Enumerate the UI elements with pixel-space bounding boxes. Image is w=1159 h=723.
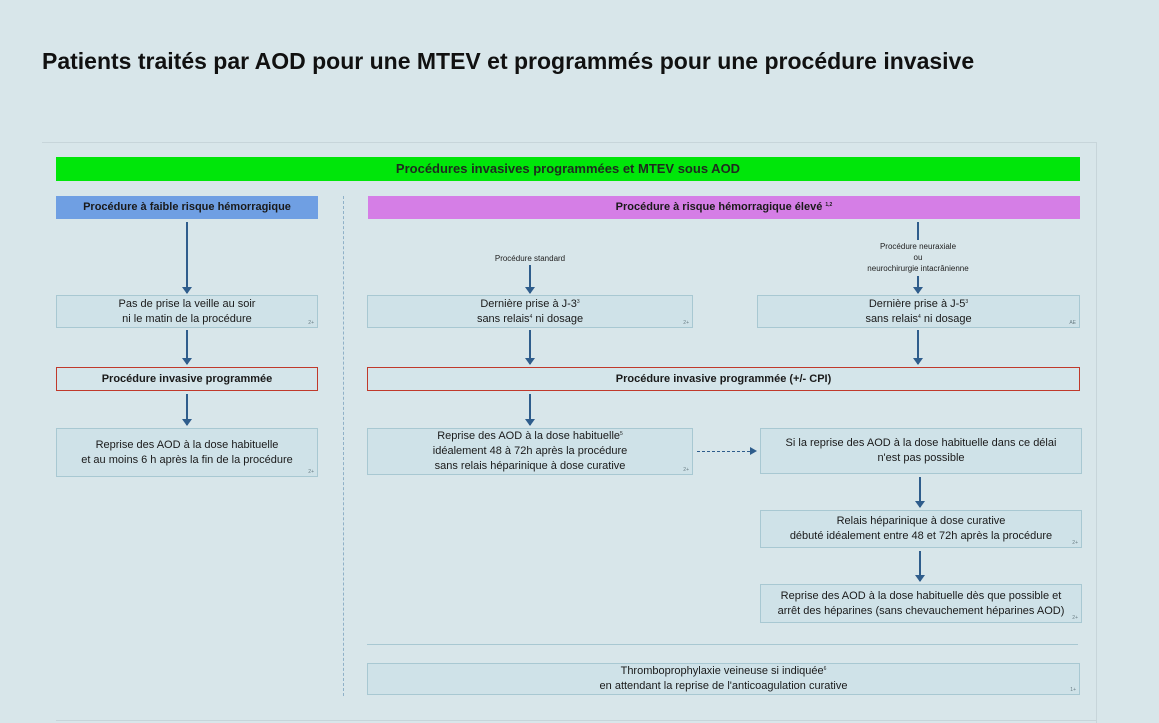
text-line: Relais héparinique à dose curative	[836, 515, 1006, 527]
text: Reprise des AOD à la dose habituelle	[437, 430, 621, 442]
text-line: Pas de prise la veille au soir	[118, 297, 256, 310]
diagram-header: Procédures invasives programmées et MTEV…	[56, 157, 1080, 181]
low-risk-resume-box: Reprise des AOD à la dose habituelle et …	[56, 428, 318, 477]
text-line: ou	[913, 253, 923, 262]
page-title: Patients traités par AOD pour une MTEV e…	[42, 48, 975, 74]
text-line: et au moins 6 h après la fin de la procé…	[81, 453, 293, 466]
column-divider	[343, 196, 344, 696]
text-line: idéalement 48 à 72h après la procédure	[432, 445, 628, 457]
evidence-level: 2+	[308, 320, 314, 326]
arrow-down	[182, 330, 192, 365]
evidence-level: 2+	[683, 467, 689, 473]
text-line: sans relais4 ni dosage	[758, 312, 1079, 327]
text: Dernière prise à J-5	[868, 297, 966, 310]
evidence-level: AE	[1069, 320, 1076, 326]
arrow-down	[915, 551, 925, 582]
frame-right-line	[1096, 142, 1097, 723]
text: ni dosage	[920, 312, 972, 325]
reference-superscript: 1,2	[825, 202, 833, 208]
resume-asap-box: Reprise des AOD à la dose habituelle dès…	[760, 584, 1082, 623]
heparin-relay-box: Relais héparinique à dose curative début…	[760, 510, 1082, 548]
arrow-down	[915, 477, 925, 508]
text: ni dosage	[532, 312, 584, 325]
text-line: Reprise des AOD à la dose habituelle dès…	[780, 589, 1062, 602]
text-line: ni le matin de la procédure	[122, 312, 252, 325]
reference-superscript: 3	[965, 298, 969, 305]
low-risk-step-box: Pas de prise la veille au soir ni le mat…	[56, 295, 318, 328]
neuro-step-box: Dernière prise à J-53 sans relais4 ni do…	[757, 295, 1080, 328]
reference-superscript: 6	[823, 666, 827, 672]
text-line: Reprise des AOD à la dose habituelle	[95, 438, 279, 451]
text-line: en attendant la reprise de l'anticoagula…	[599, 680, 848, 692]
arrow-down	[913, 276, 923, 294]
text-line: Thromboprophylaxie veineuse si indiquée6	[368, 664, 1079, 679]
frame-bottom-line	[56, 720, 1096, 721]
arrow-down	[182, 222, 192, 294]
arrow-down	[182, 394, 192, 426]
if-not-possible-box: Si la reprise des AOD à la dose habituel…	[760, 428, 1082, 474]
evidence-level: 2+	[683, 320, 689, 326]
arrow-down	[525, 394, 535, 426]
text-line: neurochirurgie intacrânienne	[867, 264, 969, 273]
text: Thromboprophylaxie veineuse si indiquée	[620, 665, 824, 677]
high-risk-procedure-box: Procédure invasive programmée (+/- CPI)	[367, 367, 1080, 391]
standard-procedure-label: Procédure standard	[494, 254, 566, 263]
text-line: débuté idéalement entre 48 et 72h après …	[789, 530, 1053, 542]
high-risk-resume-box: Reprise des AOD à la dose habituelle5 id…	[367, 428, 693, 475]
text-line: sans relais4 ni dosage	[368, 312, 692, 327]
reference-superscript: 3	[576, 298, 580, 305]
text-line: n'est pas possible	[877, 452, 965, 464]
text: sans relais	[865, 312, 919, 325]
text-line: Dernière prise à J-33	[368, 297, 692, 312]
connector-line	[917, 222, 919, 240]
text: Dernière prise à J-3	[480, 297, 577, 310]
evidence-level: 2+	[1072, 615, 1078, 621]
text-line: Procédure neuraxiale	[879, 242, 957, 251]
arrow-down	[525, 265, 535, 294]
arrow-down	[525, 330, 535, 365]
neuro-procedure-label: Procédure neuraxiale ou neurochirurgie i…	[820, 241, 1016, 274]
text-line: sans relais héparinique à dose curative	[434, 460, 626, 472]
text-line: arrêt des héparines (sans chevauchement …	[777, 604, 1065, 617]
text-line: Reprise des AOD à la dose habituelle5	[368, 429, 692, 444]
text: sans relais	[476, 312, 530, 325]
evidence-level: 2+	[308, 469, 314, 475]
reference-superscript: 4	[529, 313, 533, 320]
reference-superscript: 5	[620, 431, 623, 437]
thromboprophylaxis-box: Thromboprophylaxie veineuse si indiquée6…	[367, 663, 1080, 695]
evidence-level: 1+	[1070, 687, 1076, 693]
section-divider	[367, 644, 1078, 645]
text-line: Si la reprise des AOD à la dose habituel…	[785, 437, 1057, 449]
reference-superscript: 4	[918, 313, 921, 320]
standard-step-box: Dernière prise à J-33 sans relais4 ni do…	[367, 295, 693, 328]
dashed-arrow-right	[697, 447, 757, 455]
evidence-level: 2+	[1072, 540, 1078, 546]
low-risk-header: Procédure à faible risque hémorragique	[56, 196, 318, 219]
low-risk-procedure-box: Procédure invasive programmée	[56, 367, 318, 391]
header-text: Procédure à risque hémorragique élevé	[615, 201, 823, 213]
text-line: Dernière prise à J-53	[758, 297, 1079, 312]
arrow-down	[913, 330, 923, 365]
high-risk-header: Procédure à risque hémorragique élevé 1,…	[368, 196, 1080, 219]
frame-top-line	[42, 142, 1097, 143]
